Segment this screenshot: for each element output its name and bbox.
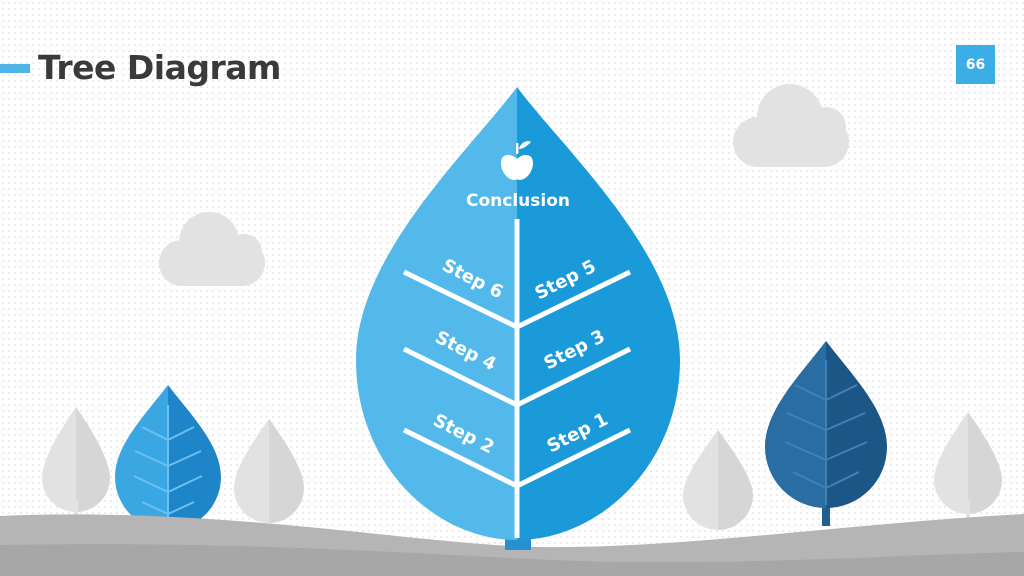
conclusion-label: Conclusion — [466, 191, 570, 211]
grey-tree-2 — [234, 419, 304, 523]
grey-tree-4 — [934, 412, 1002, 520]
cloud-right — [733, 84, 849, 167]
dark-blue-tree — [765, 341, 887, 526]
main-leaf: Conclusion Step 6 Step 5 Step 4 Step 3 S… — [356, 87, 680, 550]
grey-tree-1 — [42, 407, 110, 530]
cloud-left — [159, 212, 265, 286]
grey-tree-3 — [683, 430, 753, 530]
